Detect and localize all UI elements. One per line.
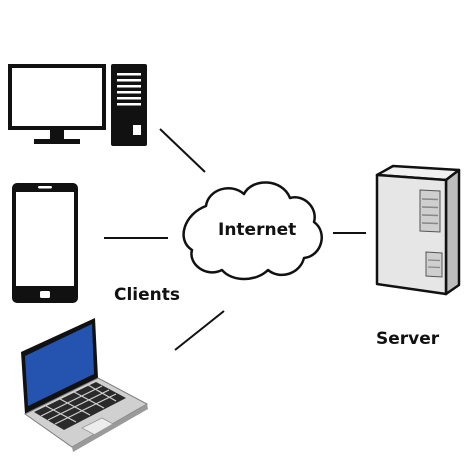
desktop-computer-icon <box>8 64 147 146</box>
clients-label: Clients <box>114 285 181 305</box>
cloud-icon <box>182 181 323 281</box>
server-label: Server <box>376 329 440 349</box>
server-tower-icon <box>375 164 461 296</box>
smartphone-icon <box>12 183 78 303</box>
internet-label: Internet <box>218 220 297 240</box>
desktop-connection-line <box>159 128 206 173</box>
laptop-connection-line <box>174 310 225 351</box>
laptop-icon <box>21 318 149 452</box>
